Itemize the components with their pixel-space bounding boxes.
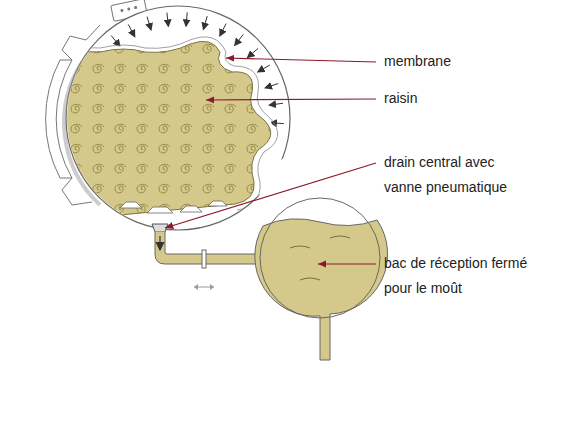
part-label: bac de réception fermé pour le moût [384, 251, 552, 301]
pressure-arrow [147, 17, 151, 30]
part-label: drain central avec vanne pneumatique [384, 150, 524, 200]
pressure-arrow [265, 83, 278, 88]
pressure-arrow [203, 16, 207, 29]
pressure-arrow [186, 12, 187, 26]
part-label: membrane [384, 49, 574, 74]
pressure-arrow [258, 65, 270, 72]
pressure-arrow [269, 103, 283, 105]
pressure-arrow [247, 48, 258, 57]
pressure-arrow [235, 34, 244, 45]
pressure-arrow [128, 24, 135, 36]
pressure-arrow [220, 24, 226, 36]
part-label: raisin [384, 86, 574, 111]
pressure-arrow [167, 13, 168, 27]
